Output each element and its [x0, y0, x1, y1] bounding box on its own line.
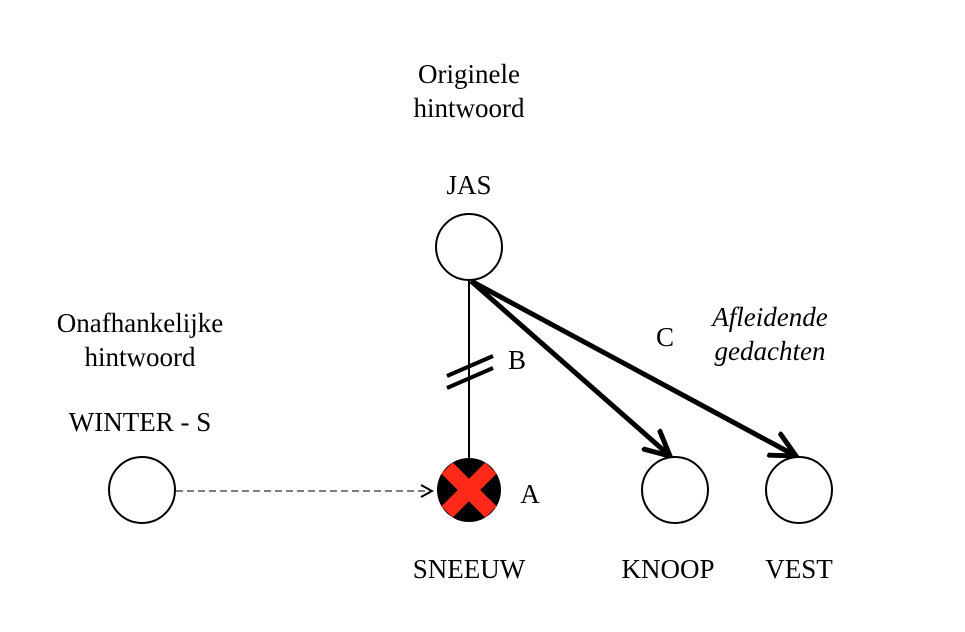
- block-mark-2: [446, 366, 494, 390]
- independent-cue-heading-line2: hintwoord: [84, 342, 196, 372]
- annotation-line2: gedachten: [714, 336, 826, 366]
- independent-cue-heading-line1: Onafhankelijke: [56, 308, 224, 338]
- independent-cue-word: WINTER - S: [68, 407, 212, 437]
- node-vest: [765, 456, 833, 524]
- label-b: B: [507, 345, 526, 375]
- block-mark-1: [446, 354, 494, 378]
- link-competitor-knoop: [469, 279, 670, 456]
- original-cue-word: JAS: [446, 170, 492, 200]
- label-c: C: [655, 322, 674, 352]
- label-a: A: [520, 479, 540, 509]
- link-competitor-vest: [469, 278, 796, 456]
- node-sneeuw-blocked: [437, 458, 501, 522]
- node-jas: [435, 213, 503, 281]
- original-cue-heading-line2: hintwoord: [413, 93, 525, 123]
- original-cue-heading-line1: Originele: [418, 59, 520, 89]
- independent-cue-heading: Onafhankelijke hintwoord: [20, 306, 260, 374]
- competitor-word-knoop: KNOOP: [621, 554, 715, 584]
- competitor-word-vest: VEST: [765, 554, 833, 584]
- original-cue-heading: Originele hintwoord: [369, 57, 569, 125]
- node-winter: [108, 456, 176, 524]
- distracting-thoughts-annotation: Afleidende gedachten: [680, 300, 860, 368]
- annotation-line1: Afleidende: [712, 302, 828, 332]
- target-word: SNEEUW: [412, 554, 526, 584]
- node-knoop: [641, 456, 709, 524]
